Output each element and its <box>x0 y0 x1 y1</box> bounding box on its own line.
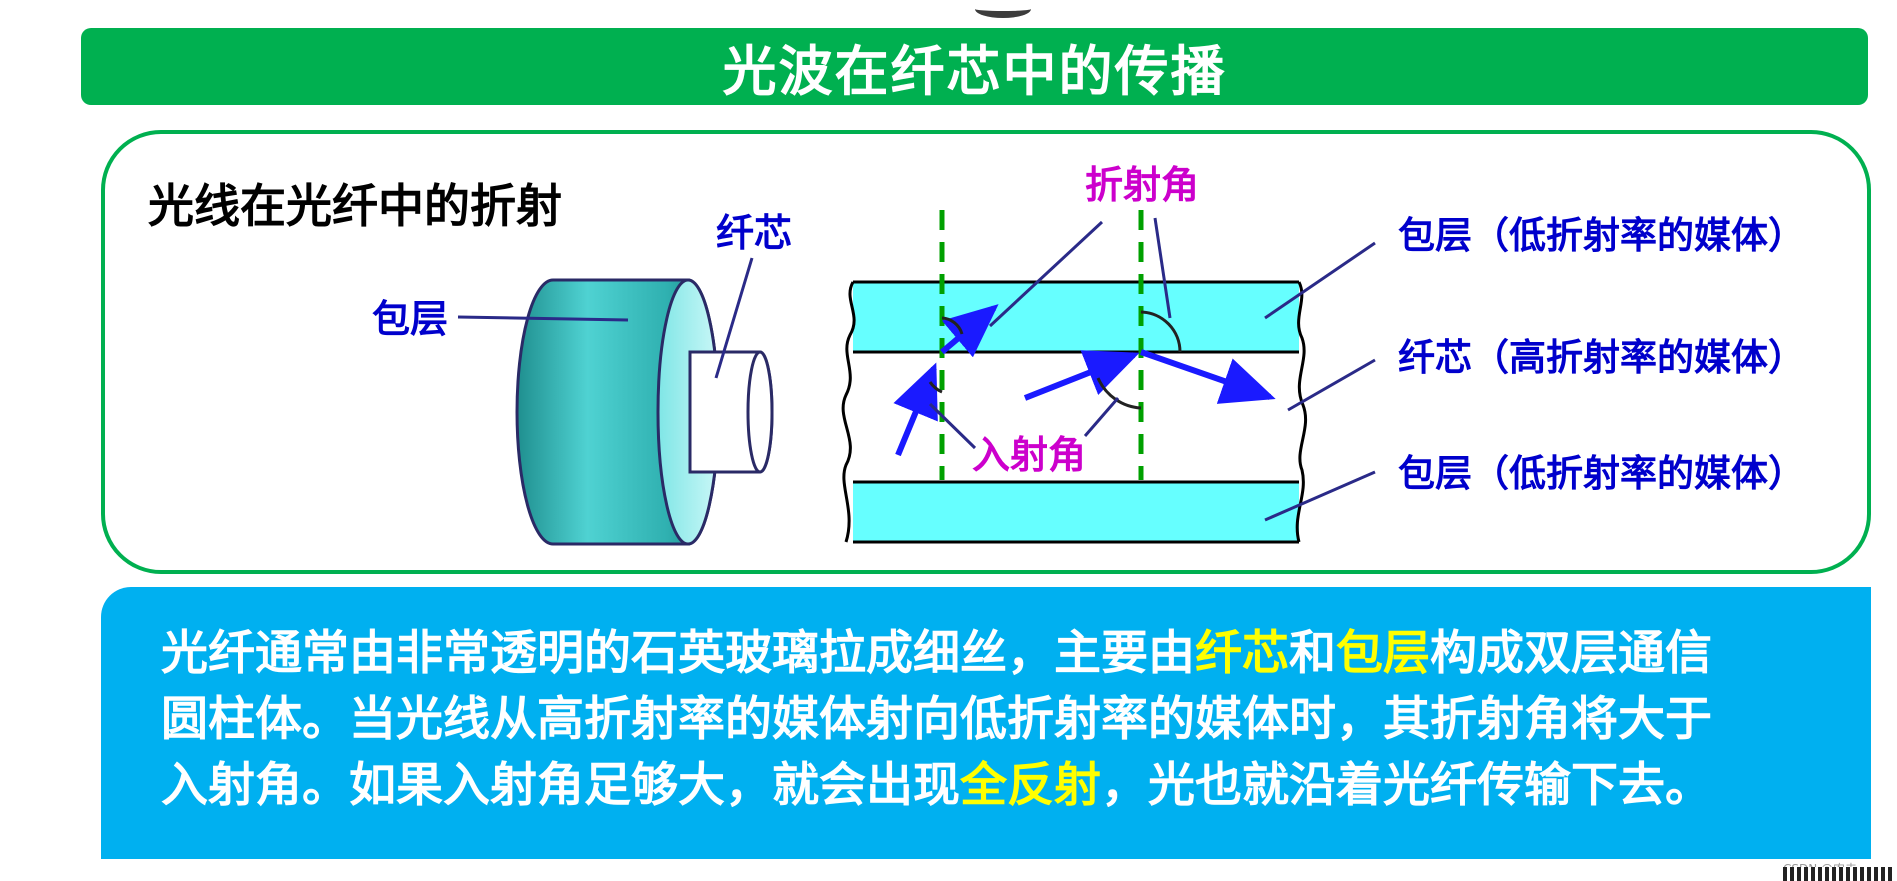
incident-ray-2 <box>1023 350 1140 401</box>
refraction-angle-arc-right <box>1140 310 1182 353</box>
highlight-cladding: 包层 <box>1336 626 1430 681</box>
title-bar: 光波在纤芯中的传播 <box>81 28 1868 105</box>
info-text: ，光也就沿着光纤传输下去。 <box>1101 758 1712 813</box>
left-break-edge <box>841 281 856 543</box>
page-title: 光波在纤芯中的传播 <box>722 40 1227 103</box>
fiber-cylinder <box>457 257 774 546</box>
core-pointer <box>1287 358 1376 412</box>
qr-code-fragment <box>1783 867 1893 881</box>
bottom-cladding-pointer <box>1264 470 1376 522</box>
incidence-angle-arc-left <box>928 381 943 394</box>
top-cladding-pointer <box>1264 241 1376 320</box>
info-text: 和 <box>1289 626 1336 681</box>
core-pointer-line <box>714 257 754 379</box>
info-line-3: 入射角。如果入射角足够大，就会出现全反射，光也就沿着光纤传输下去。 <box>161 753 1831 819</box>
info-text: 构成双层通信 <box>1430 626 1712 681</box>
top-decoration <box>975 0 1031 18</box>
refraction-angle-label: 折射角 <box>1085 163 1199 207</box>
left-cladding-label: 包层 <box>372 297 448 341</box>
info-line-1: 光纤通常由非常透明的石英玻璃拉成细丝，主要由纤芯和包层构成双层通信 <box>161 621 1831 687</box>
incidence-angle-label: 入射角 <box>972 433 1086 477</box>
incident-ray-1 <box>893 362 938 457</box>
panel-heading: 光线在光纤中的折射 <box>148 179 562 233</box>
incidence-label-pointer-left <box>928 402 977 450</box>
info-line-2: 圆柱体。当光线从高折射率的媒体射向低折射率的媒体时，其折射角将大于 <box>161 687 1831 753</box>
core-front-face <box>746 350 774 474</box>
bottom-cladding-layer <box>853 482 1299 542</box>
core-label: 纤芯（高折射率的媒体） <box>1398 336 1805 379</box>
highlight-core: 纤芯 <box>1195 626 1289 681</box>
highlight-total-reflection: 全反射 <box>960 758 1101 813</box>
bottom-cladding-label: 包层（低折射率的媒体） <box>1398 452 1805 495</box>
cladding-pointer-line <box>457 315 629 322</box>
info-text: 圆柱体。当光线从高折射率的媒体射向低折射率的媒体时，其折射角将大于 <box>161 692 1712 747</box>
info-text: 光纤通常由非常透明的石英玻璃拉成细丝，主要由 <box>161 626 1195 681</box>
incidence-label-pointer-right <box>1083 397 1120 437</box>
refraction-angle-arc-left <box>941 316 964 335</box>
refracted-ray <box>940 304 999 358</box>
info-box: 光纤通常由非常透明的石英玻璃拉成细丝，主要由纤芯和包层构成双层通信 圆柱体。当光… <box>101 587 1871 859</box>
top-cladding-label: 包层（低折射率的媒体） <box>1398 214 1805 257</box>
refraction-label-pointer-left <box>988 220 1104 328</box>
refraction-label-pointer-right <box>1153 217 1172 319</box>
right-break-edge <box>1295 281 1308 543</box>
info-text: 入射角。如果入射角足够大，就会出现 <box>161 758 960 813</box>
reflected-ray <box>1140 349 1276 404</box>
fiber-cross-section <box>841 210 1376 544</box>
top-cladding-layer <box>853 282 1299 352</box>
left-core-label: 纤芯 <box>716 211 792 255</box>
